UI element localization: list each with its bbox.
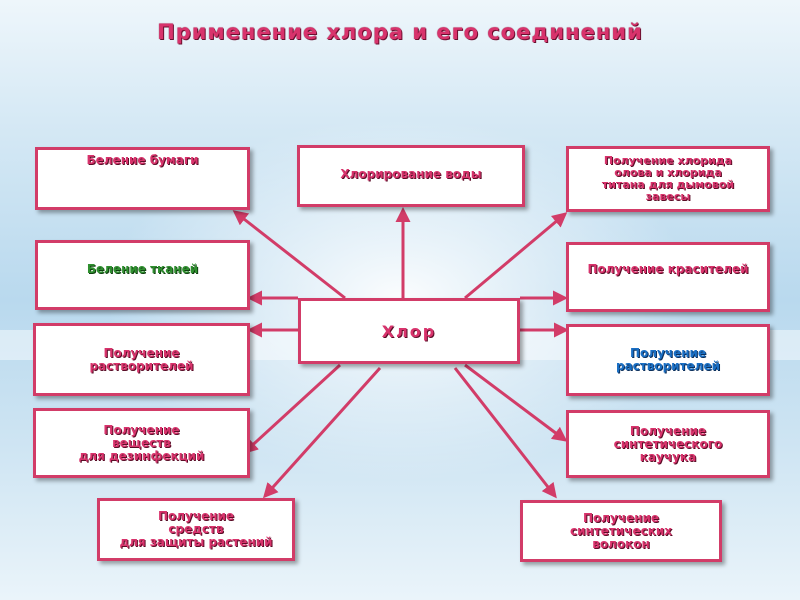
arrow-to-paper	[232, 210, 346, 300]
box-fabric-bleaching: Беление тканей	[35, 240, 250, 310]
box-disinfection: Получение веществ для дезинфекций	[33, 408, 250, 478]
box-solvents-left-label: Получение растворителей	[89, 345, 194, 373]
arrow-to-rubber	[464, 363, 568, 442]
box-synthetic-rubber-label: Получение синтетического каучука	[613, 423, 723, 464]
arrow-to-chlorides	[464, 212, 568, 300]
box-tin-titanium-chlorides-label: Получение хлорида олова и хлорида титана…	[601, 154, 735, 203]
box-solvents-right-label: Получение растворителей	[615, 346, 721, 373]
box-disinfection-label: Получение веществ для дезинфекций	[78, 422, 205, 463]
box-plant-protection-label: Получение средств для защиты растений	[119, 509, 273, 549]
box-plant-protection: Получение средств для защиты растений	[97, 498, 295, 561]
box-solvents-left: Получение растворителей	[33, 323, 250, 396]
box-water-chlorination: Хлорирование воды	[297, 145, 525, 207]
arrow-to-fibers	[453, 367, 557, 499]
box-fabric-bleaching-label: Беление тканей	[86, 262, 199, 276]
box-solvents-right: Получение растворителей	[566, 324, 770, 396]
box-synthetic-rubber: Получение синтетического каучука	[566, 410, 770, 478]
arrow-to-disinfection	[242, 363, 342, 455]
box-dyes-label: Получение красителей	[587, 262, 749, 276]
box-synthetic-fibers: Получение синтетических волокон	[520, 500, 722, 562]
diagram-title: Применение хлора и его соединений	[157, 20, 643, 44]
box-paper-bleaching: Беление бумаги	[35, 147, 250, 210]
box-tin-titanium-chlorides: Получение хлорида олова и хлорида титана…	[566, 146, 770, 212]
box-synthetic-fibers-label: Получение синтетических волокон	[569, 510, 673, 551]
box-chlorine-center: Хлор	[298, 298, 520, 364]
box-chlorine-center-label: Хлор	[381, 321, 437, 341]
box-dyes: Получение красителей	[566, 242, 770, 312]
arrow-to-plant-protection	[262, 366, 382, 499]
box-paper-bleaching-label: Беление бумаги	[86, 153, 199, 167]
box-water-chlorination-label: Хлорирование воды	[340, 167, 482, 181]
